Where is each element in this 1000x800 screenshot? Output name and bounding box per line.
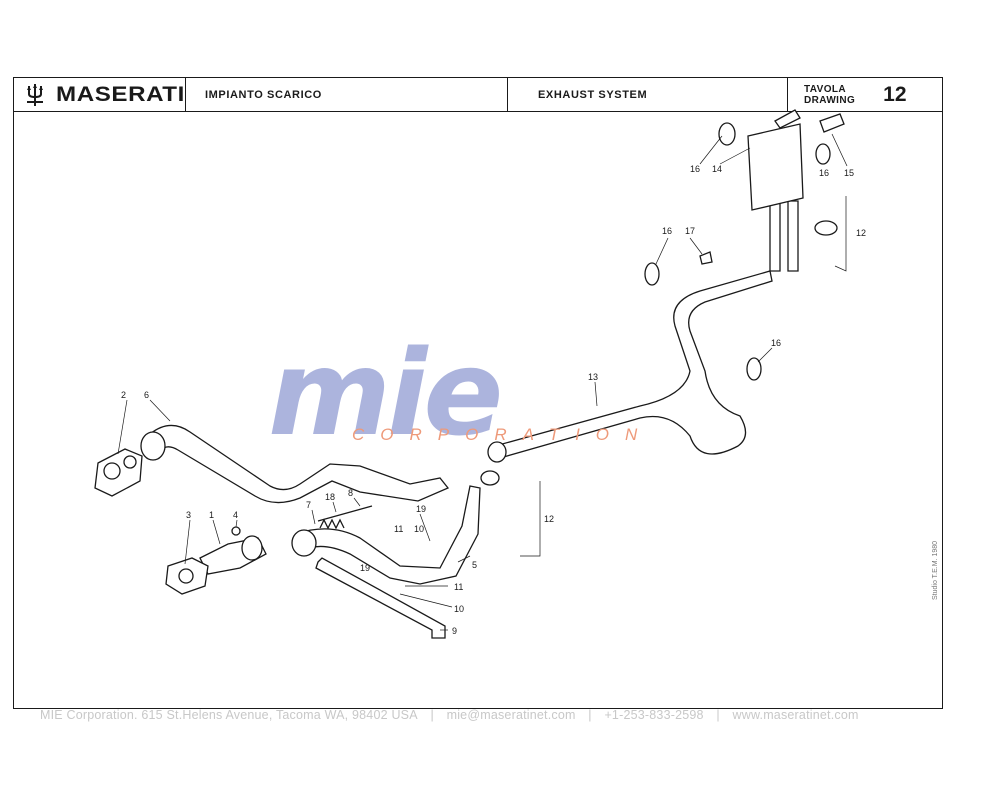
- drawing-sheet: MASERATI IMPIANTO SCARICO EXHAUST SYSTEM…: [13, 77, 943, 709]
- gasket-hole: [178, 568, 194, 584]
- footer-email[interactable]: mie@maseratinet.com: [446, 708, 576, 722]
- nut-4: [231, 526, 241, 536]
- exhaust-tip-15: [819, 113, 845, 133]
- title-english-cell: EXHAUST SYSTEM: [508, 78, 788, 111]
- callout-10-lower: 10: [454, 604, 464, 614]
- front-pipe-left: [149, 424, 450, 504]
- title-block: MASERATI IMPIANTO SCARICO EXHAUST SYSTEM…: [14, 78, 942, 112]
- tailpipe-right: [787, 200, 799, 272]
- callout-11-lower: 11: [454, 582, 463, 592]
- clip-17: [699, 251, 713, 265]
- callout-16-lower: 16: [771, 338, 781, 348]
- spring-18: [319, 518, 345, 530]
- callout-19-upper: 19: [416, 504, 426, 514]
- intermediate-pipe-13: [494, 270, 773, 459]
- footer-separator: |: [430, 708, 434, 722]
- watermark-subtitle: CORPORATION: [352, 425, 654, 444]
- callout-8: 8: [348, 488, 353, 498]
- clamp-12-lower: [480, 470, 500, 486]
- manifold-gasket-3: [165, 557, 209, 595]
- flange-hole: [103, 462, 121, 480]
- margin-note: Studio T.E.M. 1980: [932, 540, 939, 600]
- logo-cell: MASERATI: [14, 78, 186, 111]
- callout-17: 17: [685, 226, 695, 236]
- tavola-label: TAVOLA: [804, 83, 847, 95]
- pipe-end-13: [487, 441, 507, 463]
- callout-12-lower: 12: [544, 514, 554, 524]
- footer-separator: |: [588, 708, 592, 722]
- pipe-flange-right: [291, 529, 317, 557]
- watermark: mie CORPORATION: [268, 324, 698, 462]
- pipe-flange-left: [140, 431, 166, 461]
- brand-logo: MASERATI: [56, 82, 185, 106]
- exhaust-diagram: 2 6 3 1 4 7 18 8 19 10 11 5 19 11 10 9 1…: [94, 109, 866, 639]
- rubber-mount-16a: [718, 122, 736, 146]
- callout-5: 5: [472, 560, 477, 570]
- callout-13: 13: [588, 372, 598, 382]
- callout-16-top: 16: [690, 164, 700, 174]
- callout-14: 14: [712, 164, 722, 174]
- title-italian: IMPIANTO SCARICO: [205, 88, 322, 101]
- manifold-flange-2: [94, 448, 143, 497]
- callout-3: 3: [186, 510, 191, 520]
- flange-hole: [123, 455, 137, 469]
- trident-icon: [27, 83, 43, 106]
- footer-website[interactable]: www.maseratinet.com: [732, 708, 859, 722]
- bracket-9: [315, 557, 446, 639]
- callout-10-upper: 10: [414, 524, 424, 534]
- callout-16-right: 16: [819, 168, 829, 178]
- callout-7: 7: [306, 500, 311, 510]
- rubber-mount-16c: [644, 262, 660, 286]
- footer-address: MIE Corporation. 615 St.Helens Avenue, T…: [40, 708, 418, 722]
- watermark-logo: mie: [268, 324, 503, 462]
- callout-19-lower: 19: [360, 563, 370, 573]
- exhaust-tip-upper: [774, 109, 801, 129]
- callout-4: 4: [233, 510, 238, 520]
- manifold-outlet: [241, 535, 263, 561]
- rubber-mount-16d: [746, 357, 762, 381]
- callout-18: 18: [325, 492, 335, 502]
- callout-2: 2: [121, 390, 126, 400]
- title-italian-cell: IMPIANTO SCARICO: [186, 78, 508, 111]
- muffler-14: [747, 123, 804, 211]
- callout-11-upper: 11: [394, 524, 403, 534]
- drawing-number: 12: [883, 82, 907, 106]
- clamp-12-upper: [814, 220, 838, 236]
- callout-1: 1: [209, 510, 214, 520]
- footer: MIE Corporation. 615 St.Helens Avenue, T…: [40, 708, 960, 722]
- footer-phone[interactable]: +1-253-833-2598: [604, 708, 704, 722]
- drawing-number-cell: TAVOLA DRAWING 12: [788, 78, 944, 111]
- callout-9: 9: [452, 626, 457, 636]
- title-english: EXHAUST SYSTEM: [538, 88, 648, 101]
- callout-12-upper: 12: [856, 228, 866, 238]
- drawing-label: DRAWING: [804, 94, 856, 106]
- callout-15: 15: [844, 168, 854, 178]
- bolt-8: [317, 505, 373, 522]
- tailpipe-left: [769, 200, 781, 272]
- footer-separator: |: [716, 708, 720, 722]
- callout-6: 6: [144, 390, 149, 400]
- rubber-mount-16b: [815, 143, 831, 165]
- callout-16-mid: 16: [662, 226, 672, 236]
